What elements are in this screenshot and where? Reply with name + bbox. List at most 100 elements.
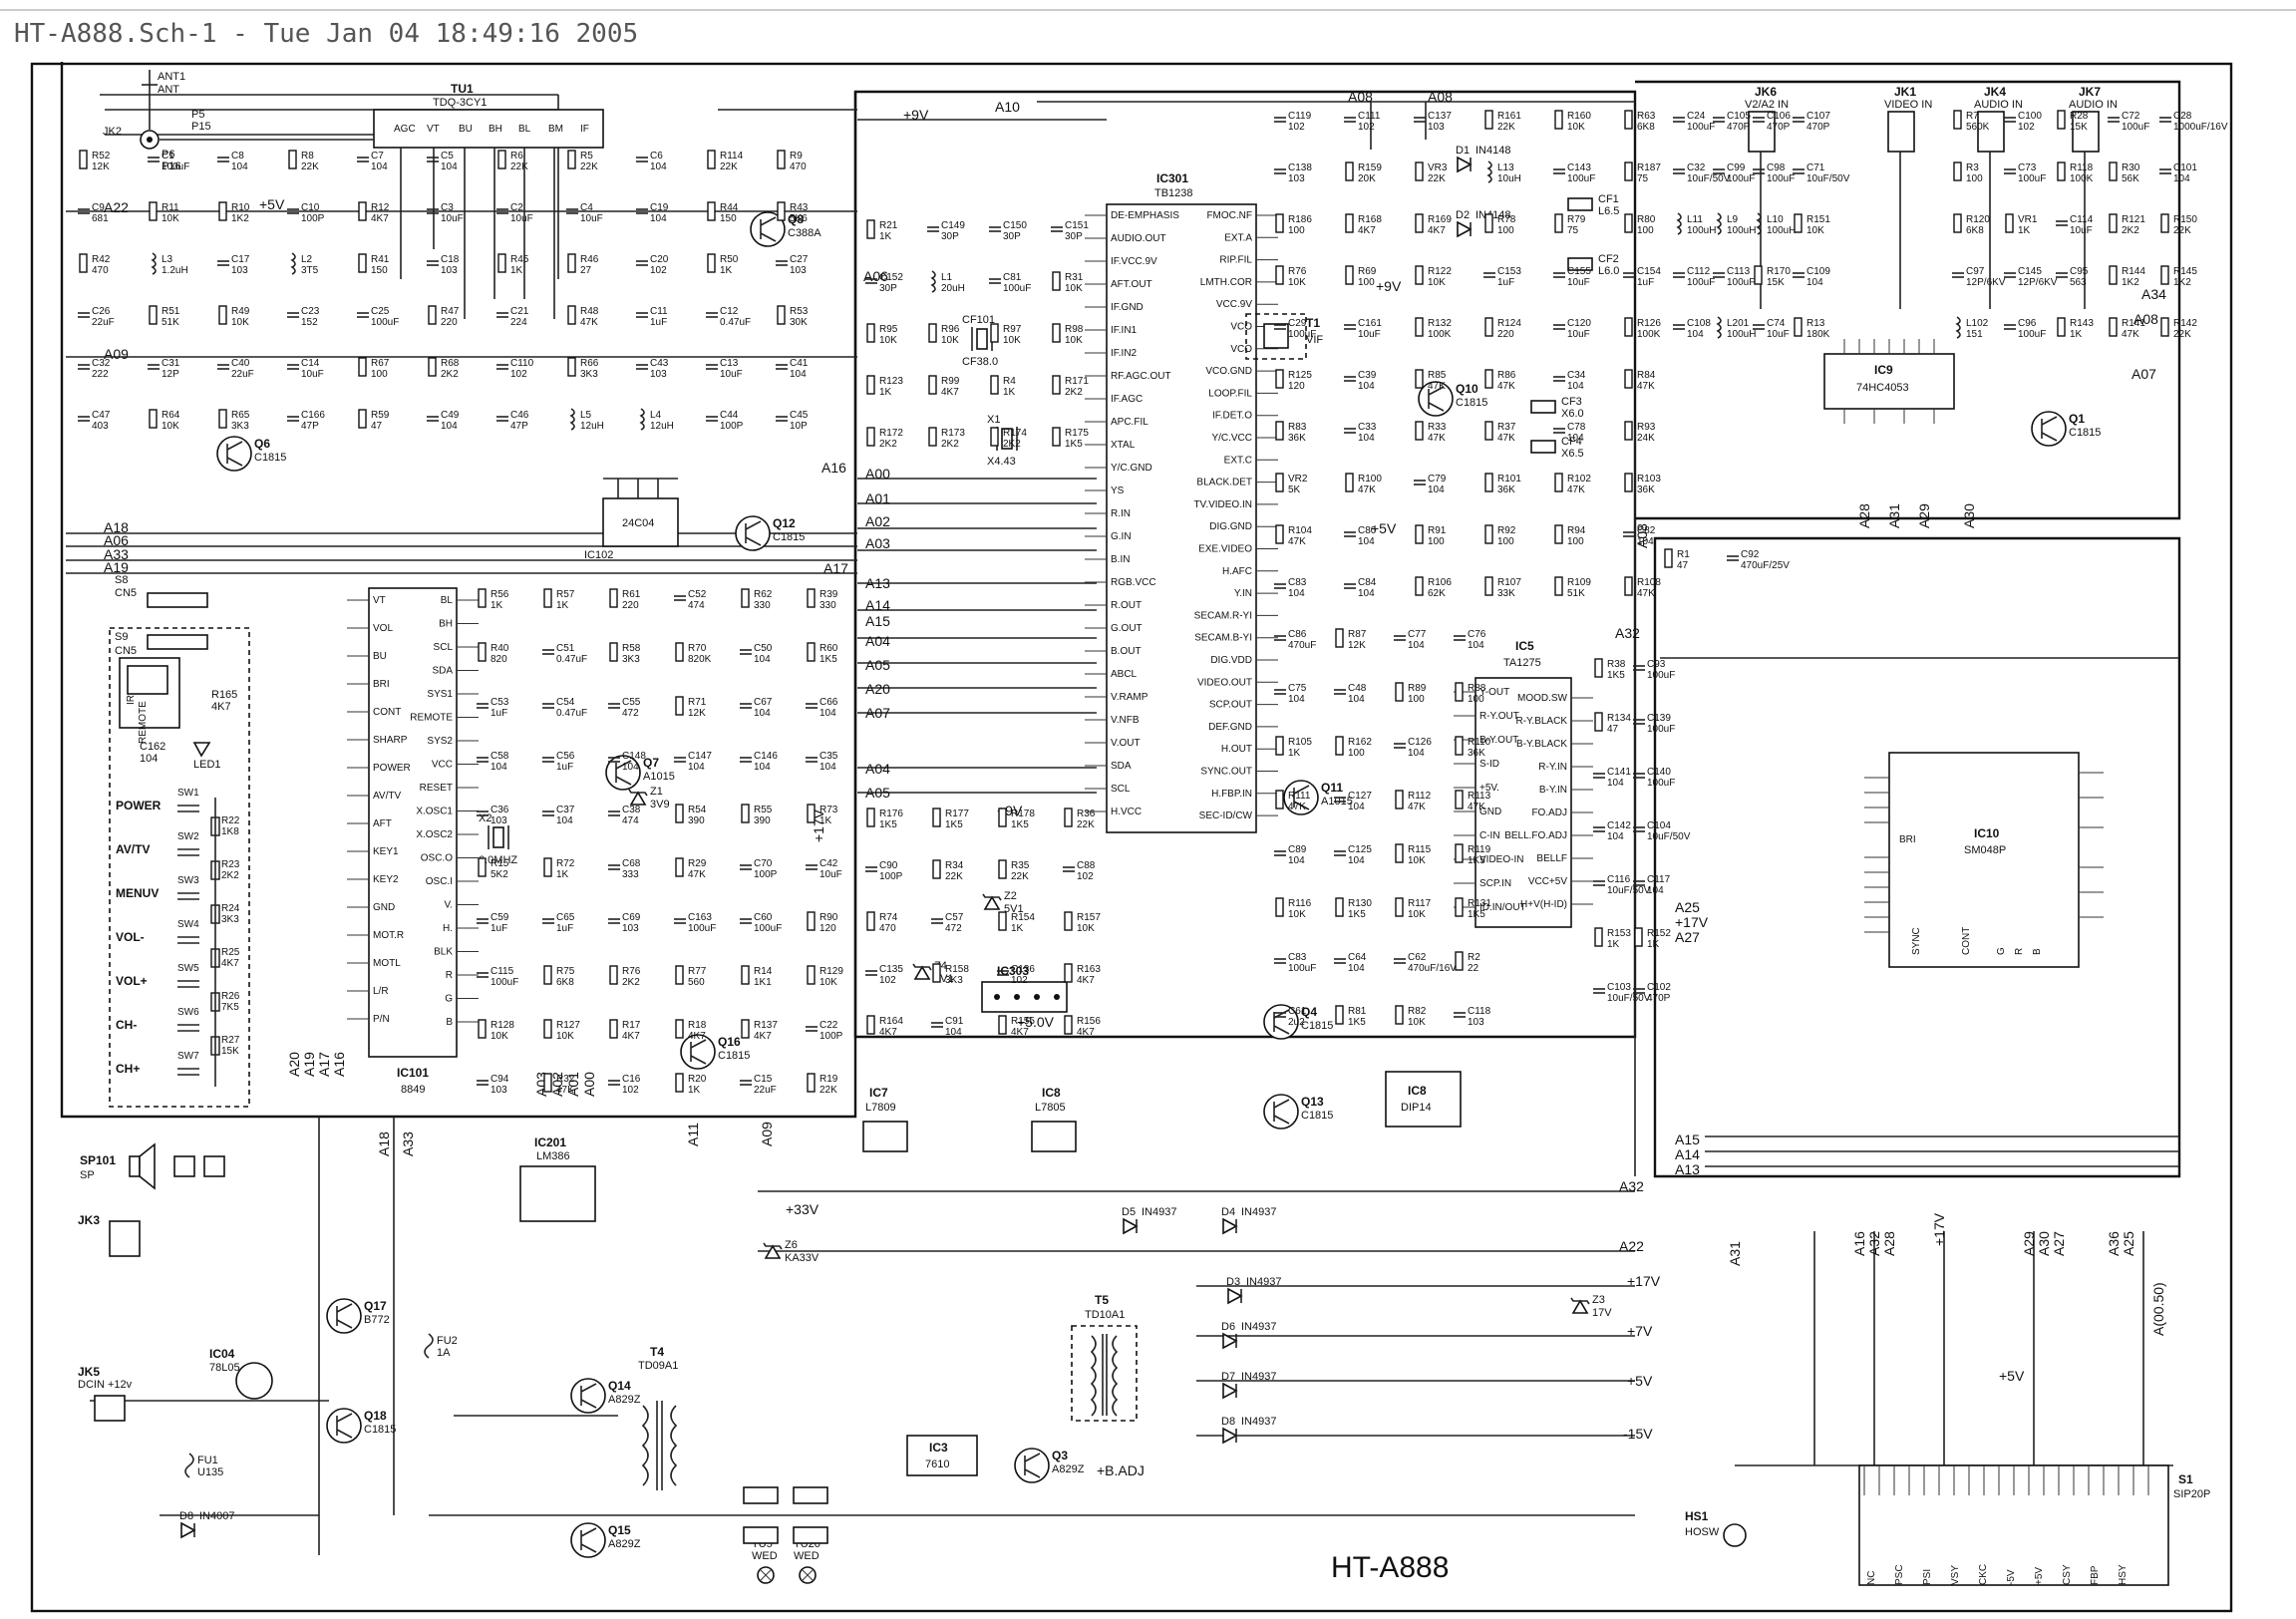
part-value: 1K bbox=[720, 265, 733, 276]
transistor-icon bbox=[750, 211, 786, 247]
ic101-pin-label: BH bbox=[439, 619, 453, 630]
part-ref: R186 bbox=[1288, 214, 1312, 225]
ic301-body bbox=[1106, 203, 1257, 833]
part-ref: C82 bbox=[1637, 525, 1656, 536]
diode-icon bbox=[1222, 1427, 1238, 1445]
part-ref: C69 bbox=[622, 912, 641, 923]
part-value: 103 bbox=[441, 265, 458, 276]
part-ref: R106 bbox=[1428, 577, 1452, 588]
part-ref: R90 bbox=[820, 912, 838, 923]
resistor-icon bbox=[675, 857, 684, 877]
ic301-pin-label: DEF.GND bbox=[1208, 722, 1252, 733]
ic201-part: LM386 bbox=[536, 1150, 570, 1162]
net-label: A08 bbox=[2133, 311, 2158, 327]
connector-pin-label: -5V bbox=[2006, 1569, 2017, 1585]
diode-part: IN4007 bbox=[199, 1510, 234, 1522]
part-ref: C113 bbox=[1727, 266, 1751, 277]
resistor-icon bbox=[1395, 790, 1404, 810]
inductor-icon bbox=[1676, 212, 1682, 235]
resistor-icon bbox=[478, 857, 487, 877]
part-value: 102 bbox=[879, 975, 896, 986]
part-ref: C84 bbox=[1358, 577, 1377, 588]
diode-icon bbox=[1222, 1382, 1238, 1400]
resistor-icon bbox=[2109, 317, 2118, 337]
net-label: A00 bbox=[865, 466, 890, 482]
filter-ref: CF3 bbox=[1561, 396, 1582, 408]
transistor-part: C1815 bbox=[364, 1424, 396, 1436]
resistor-icon bbox=[609, 965, 618, 985]
transistor-collector bbox=[226, 441, 243, 451]
remote-conn: S8 bbox=[115, 574, 128, 586]
part-value: 472 bbox=[622, 708, 639, 719]
part-value: 4K7 bbox=[879, 1027, 897, 1038]
switch-hs1: HS1 HOSW bbox=[1685, 1509, 1747, 1547]
part-value: 102 bbox=[510, 369, 527, 380]
part-ref: R9 bbox=[790, 151, 803, 162]
ic101-pin-label: MOTL bbox=[373, 958, 401, 969]
resistor-icon bbox=[79, 150, 88, 169]
sp-part: SP bbox=[80, 1169, 95, 1181]
part-value: 22K bbox=[301, 162, 319, 172]
resistor-icon bbox=[2109, 162, 2118, 181]
resistor-icon bbox=[866, 808, 875, 827]
part-ref: C93 bbox=[1647, 659, 1666, 670]
regulator-ic8-7805: IC8 L7805 bbox=[1031, 1086, 1077, 1152]
part-value: 100 bbox=[1408, 694, 1425, 705]
part-value: 47K bbox=[1497, 433, 1515, 444]
part-ref: C78 bbox=[1567, 422, 1586, 433]
part-ref: C106 bbox=[1767, 111, 1791, 122]
part-value: 100uF bbox=[1567, 173, 1595, 184]
transistor-emitter bbox=[580, 1399, 597, 1409]
part-ref: R35 bbox=[1011, 860, 1030, 871]
part-ref: C10 bbox=[301, 202, 320, 213]
part-ref: C2 bbox=[510, 202, 523, 213]
part-ref: C118 bbox=[1468, 1006, 1491, 1017]
part-ref: C28 bbox=[2173, 111, 2192, 122]
ic101-pin-label: VT bbox=[373, 595, 386, 606]
part-value: 10K bbox=[556, 1031, 574, 1042]
part-value: 100uH bbox=[1767, 225, 1796, 236]
part-ref: R47 bbox=[441, 306, 460, 317]
resistor-icon bbox=[1484, 213, 1493, 233]
part-value: 36K bbox=[1497, 485, 1515, 495]
part-ref: C38 bbox=[622, 805, 641, 815]
zener-part: 17V bbox=[1592, 1307, 1612, 1319]
part-ref: R152 bbox=[1647, 928, 1671, 939]
ic7-part: L7809 bbox=[865, 1102, 896, 1114]
net-label: A04 bbox=[865, 633, 890, 649]
net-labels: A22 A09 A18 A06 A33 A19 A00 A01 A02 A03 … bbox=[104, 89, 2166, 1478]
part-value: 100P bbox=[820, 1031, 843, 1042]
part-value: 22K bbox=[1077, 819, 1095, 830]
part-ref: C59 bbox=[491, 912, 509, 923]
ic301-pin-label: RIP.FIL bbox=[1219, 255, 1252, 266]
resistor-icon bbox=[932, 963, 941, 983]
part-ref: R12 bbox=[371, 202, 390, 213]
resistor-icon bbox=[741, 588, 750, 608]
resistor-icon bbox=[218, 409, 227, 429]
resistor-icon bbox=[866, 911, 875, 931]
part-value: 47K bbox=[556, 1085, 574, 1096]
part-value: 1K5 bbox=[945, 819, 963, 830]
resistor-icon bbox=[1594, 927, 1603, 947]
resistor-icon bbox=[79, 253, 88, 273]
part-value: 1K2 bbox=[231, 213, 249, 224]
resistor-icon bbox=[1275, 421, 1284, 441]
transistor-emitter bbox=[1428, 402, 1445, 412]
resistor-icon bbox=[1664, 548, 1673, 568]
key-ref: SW1 bbox=[177, 788, 199, 799]
resistor-icon bbox=[1484, 369, 1493, 389]
part-value: 222 bbox=[92, 369, 109, 380]
part-ref: R131 bbox=[1468, 898, 1491, 909]
ic301-pin-label: AUDIO.OUT bbox=[1111, 233, 1166, 244]
net-label: A03 bbox=[865, 535, 890, 551]
part-value: 472 bbox=[945, 923, 962, 934]
part-ref: R171 bbox=[1065, 376, 1089, 387]
inductor-icon bbox=[639, 408, 645, 431]
part-ref: R20 bbox=[688, 1074, 707, 1085]
ic10-pin: B bbox=[2032, 948, 2043, 955]
ic10-pin: G bbox=[1996, 947, 2007, 955]
crystal-icon bbox=[976, 328, 988, 350]
resistor-icon bbox=[928, 427, 937, 447]
part-value: 0.47uF bbox=[556, 654, 587, 665]
resistor-icon bbox=[358, 253, 367, 273]
